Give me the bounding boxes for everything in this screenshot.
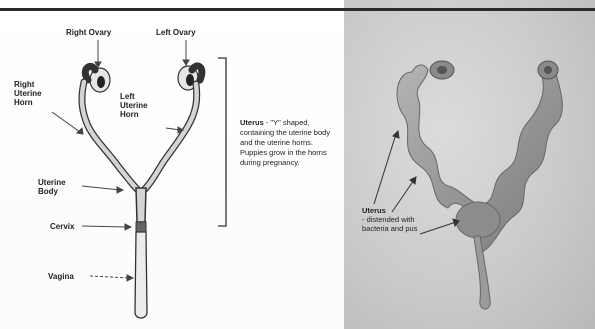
left-ovary-label: Left Ovary [156, 28, 196, 37]
left-uterine-horn-outline [144, 66, 202, 190]
right-uterine-horn-label: Right Uterine Horn [14, 80, 42, 107]
uterine-body-shape [136, 188, 146, 222]
uterus-description-term: Uterus [240, 118, 264, 127]
uterus-description: Uterus - "Y" shaped, containing the uter… [240, 118, 342, 168]
right-ovary-dark [97, 76, 105, 88]
infected-uterus-panel [344, 0, 595, 329]
vagina-label: Vagina [48, 272, 74, 281]
arrow-vagina [90, 276, 130, 278]
cervix-shape [136, 222, 146, 232]
left-uterine-horn-label: Left Uterine Horn [120, 92, 148, 119]
vagina-shape [135, 232, 147, 318]
uterine-body-label: Uterine Body [38, 178, 66, 196]
cervix-label: Cervix [50, 222, 74, 231]
right-ovary-label: Right Ovary [66, 28, 111, 37]
arrow-right-horn [52, 112, 80, 132]
arrow-uterine-body [82, 186, 120, 190]
infected-uterus-text: - distended with bacteria and pus [362, 215, 434, 233]
arrow-cervix [82, 226, 128, 227]
uterus-bracket [218, 58, 226, 226]
infected-uterus-label: Uterus - distended with bacteria and pus [362, 206, 434, 233]
infected-uterus-term: Uterus [362, 206, 386, 215]
